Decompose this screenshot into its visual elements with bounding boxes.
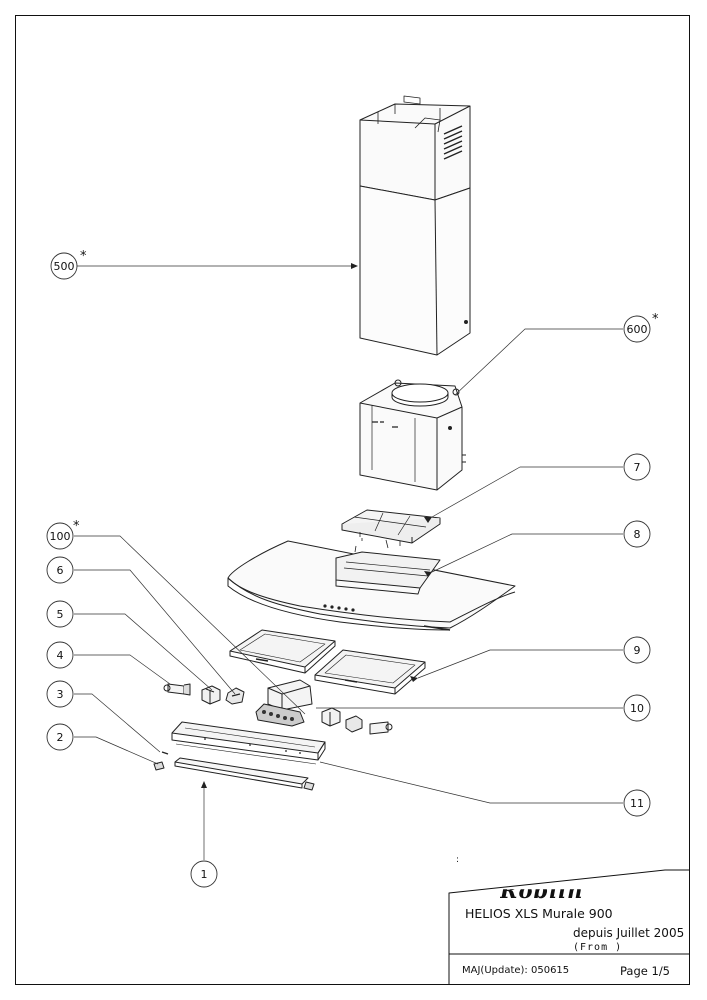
svg-text:5: 5 [57, 608, 64, 621]
part-4-bulb [163, 683, 191, 696]
callout-5: 5 [46, 600, 74, 628]
leader-arrows [201, 263, 432, 788]
callout-100: 100 * [46, 519, 80, 550]
svg-text:*: * [652, 312, 659, 327]
part-2-clip [153, 761, 315, 791]
callout-2: 2 [46, 723, 74, 751]
part-7-filter [341, 509, 441, 549]
model-name: HELIOS XLS Murale 900 [465, 906, 613, 921]
svg-text:*: * [73, 519, 80, 534]
svg-text:1: 1 [201, 868, 208, 881]
callout-10: 10 [623, 694, 651, 722]
svg-text:600: 600 [627, 323, 648, 336]
since-date: depuis Juillet 2005 [573, 926, 685, 940]
svg-text:500: 500 [54, 260, 75, 273]
page-number: Page 1/5 [620, 964, 671, 978]
part-10-control-unit [255, 679, 393, 735]
part-11-light-panel [171, 721, 326, 765]
svg-text:*: * [80, 249, 87, 264]
svg-text:8: 8 [634, 528, 641, 541]
callout-4: 4 [46, 641, 74, 669]
svg-text:3: 3 [57, 688, 64, 701]
title-block-border [448, 869, 690, 985]
callout-3: 3 [46, 680, 74, 708]
svg-text:2: 2 [57, 731, 64, 744]
callout-8: 8 [623, 520, 651, 548]
part-8-canopy [227, 538, 516, 631]
part-5-lampholder [201, 685, 221, 705]
leader-lines [74, 265, 623, 860]
callout-9: 9 [623, 636, 651, 664]
svg-text:6: 6 [57, 564, 64, 577]
callout-1: 1 [190, 860, 218, 888]
part-1-glass-panel [174, 757, 309, 789]
svg-text:9: 9 [634, 644, 641, 657]
svg-text:100: 100 [50, 530, 71, 543]
brand-logo: Roblin [500, 878, 584, 903]
from-label: (From ) [573, 942, 623, 953]
svg-text:4: 4 [57, 649, 64, 662]
svg-text:7: 7 [634, 461, 641, 474]
part-3-screw [161, 751, 169, 755]
callout-600: 600 * [623, 312, 659, 343]
part-9-grease-filters [229, 629, 426, 695]
svg-text:10: 10 [630, 702, 644, 715]
update-code: MAJ(Update): 050615 [462, 965, 570, 976]
part-600-motor-housing [359, 379, 466, 491]
drawing-frame [15, 15, 690, 985]
svg-text:11: 11 [630, 797, 644, 810]
stray-colon-mark: : [456, 855, 460, 865]
callout-7: 7 [623, 453, 651, 481]
part-6-switch [225, 687, 245, 705]
part-500-chimney [359, 95, 471, 356]
callout-500: 500 * [50, 249, 87, 280]
callout-11: 11 [623, 789, 651, 817]
callout-bubbles: 500 * 600 * 7 100 * 8 6 5 [46, 249, 659, 888]
callout-6: 6 [46, 556, 74, 584]
